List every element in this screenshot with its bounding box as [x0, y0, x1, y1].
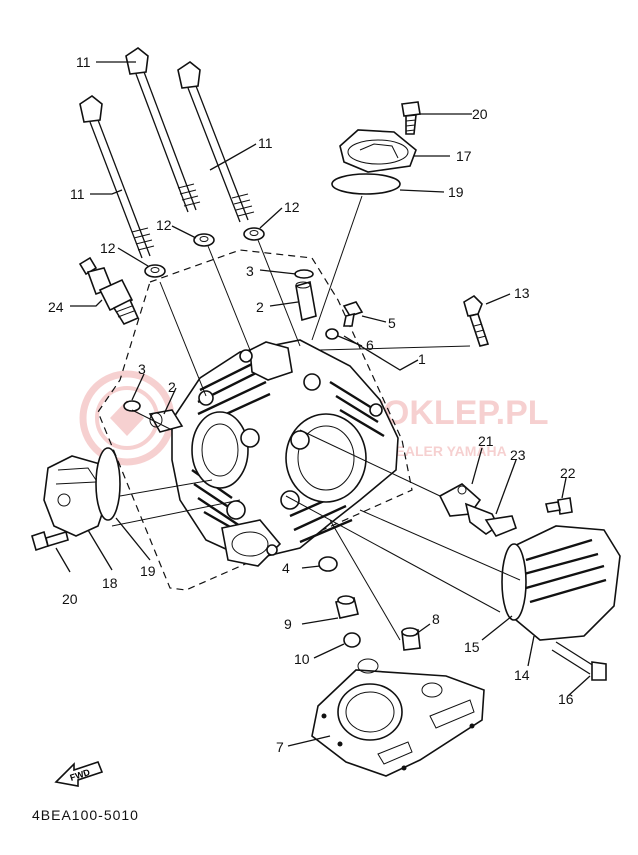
callout-16: 16 [558, 691, 574, 707]
bolt-20-top [401, 101, 421, 135]
callout-7: 7 [276, 739, 284, 755]
bolt-13 [463, 294, 490, 347]
lower-dowels [318, 556, 421, 651]
callout-8: 8 [432, 611, 440, 627]
part-code: 4BEA100-5010 [32, 807, 139, 823]
callout-12: 12 [284, 199, 300, 215]
callout-19: 19 [448, 184, 464, 200]
callout-6: 6 [366, 337, 374, 353]
bolt-washers [144, 227, 265, 278]
callout-19: 19 [140, 563, 156, 579]
callout-3: 3 [246, 263, 254, 279]
callout-23: 23 [510, 447, 526, 463]
callout-17: 17 [456, 148, 472, 164]
callout-12: 12 [100, 240, 116, 256]
valve-guides [123, 269, 317, 433]
callout-21: 21 [478, 433, 494, 449]
bolt-16 [551, 641, 607, 681]
cylinder-head [171, 339, 399, 567]
callout-22: 22 [560, 465, 576, 481]
callout-11: 11 [258, 135, 273, 151]
side-cover-14-15 [501, 525, 621, 641]
callout-24: 24 [48, 299, 64, 315]
callout-4: 4 [282, 560, 290, 576]
callout-12: 12 [156, 217, 172, 233]
spark-plug [78, 256, 140, 326]
callout-9: 9 [284, 616, 292, 632]
cylinder-head-bolts [79, 47, 255, 259]
callout-11: 11 [76, 54, 91, 70]
o-ring-left [95, 447, 121, 521]
small-bolts-5-6 [325, 301, 364, 340]
callout-13: 13 [514, 285, 530, 301]
callout-15: 15 [464, 639, 480, 655]
o-ring-top [331, 173, 401, 195]
bolt-20-left [31, 530, 69, 552]
callout-5: 5 [388, 315, 396, 331]
callout-11: 11 [70, 186, 85, 202]
valve-cap-17 [339, 129, 417, 173]
callout-20: 20 [62, 591, 78, 607]
callout-2: 2 [168, 379, 176, 395]
callout-1: 1 [418, 351, 426, 367]
leader-lines [55, 61, 591, 747]
callout-20: 20 [472, 106, 488, 122]
callout-14: 14 [514, 667, 530, 683]
callout-3: 3 [138, 361, 146, 377]
head-gasket [311, 658, 485, 777]
bracket-21-23 [438, 483, 517, 537]
callout-2: 2 [256, 299, 264, 315]
callout-18: 18 [102, 575, 118, 591]
side-cover-18 [43, 455, 111, 537]
callouts: 11 11 11 12 12 12 3 2 24 5 6 1 3 2 20 17… [48, 54, 576, 755]
bolt-22 [545, 497, 573, 515]
callout-10: 10 [294, 651, 310, 667]
assembly-outline [97, 249, 413, 591]
fwd-arrow: FWD [54, 761, 104, 787]
